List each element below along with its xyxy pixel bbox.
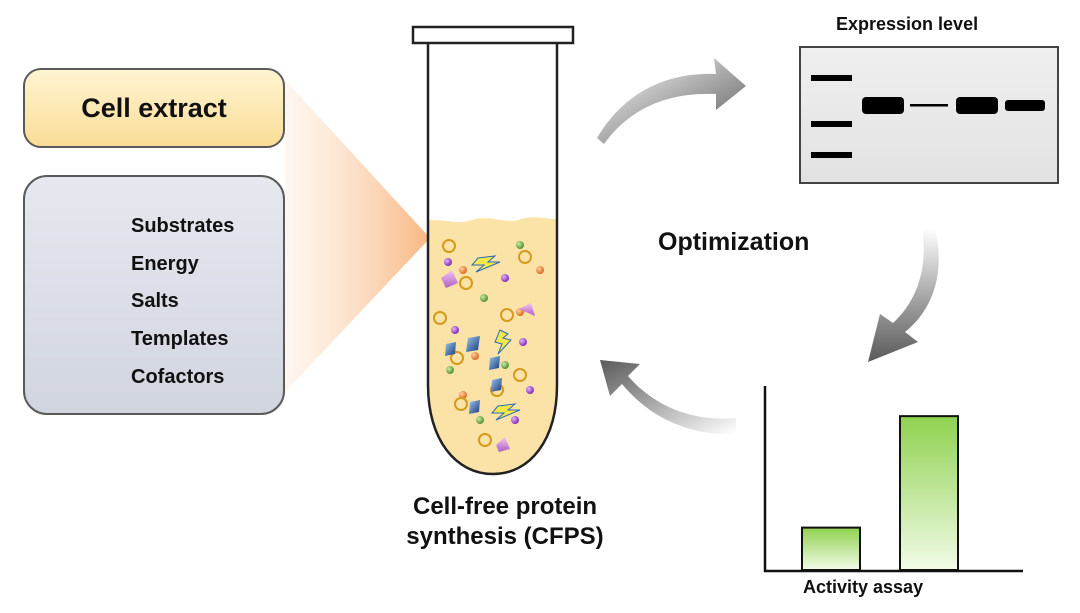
extract-beam [285,80,430,392]
arrow-to-activity [868,228,939,362]
arrow-to-tube [600,360,736,435]
components-panel: Substrates Energy Salts Templates Cofact… [23,175,285,415]
gel-bands [811,75,1045,158]
cell-extract-label: Cell extract [81,92,227,123]
activity-assay-title: Activity assay [803,577,924,597]
activity-axes [763,386,1023,573]
cfps-caption: Cell-free protein synthesis (CFPS) [380,492,630,552]
component-label-cofactors: Cofactors [131,366,225,388]
tube-particles [433,239,544,452]
component-label-templates: Templates [131,328,229,350]
activity-bar-1 [801,526,861,571]
optimization-label: Optimization [658,228,810,256]
component-label-salts: Salts [131,290,179,312]
tube-body [426,43,559,476]
gel-panel [799,46,1059,184]
cfps-caption-line2: synthesis (CFPS) [406,523,604,550]
tube-cap [411,25,575,45]
component-label-substrates: Substrates [131,215,235,237]
arrow-to-expression [597,58,746,144]
expression-level-title: Expression level [836,14,979,34]
cell-extract-box: Cell extract [23,68,285,148]
cfps-caption-line1: Cell-free protein [412,493,598,520]
activity-bar-2 [899,415,959,572]
activity-bars [801,415,959,572]
component-label-energy: Energy [131,253,199,275]
